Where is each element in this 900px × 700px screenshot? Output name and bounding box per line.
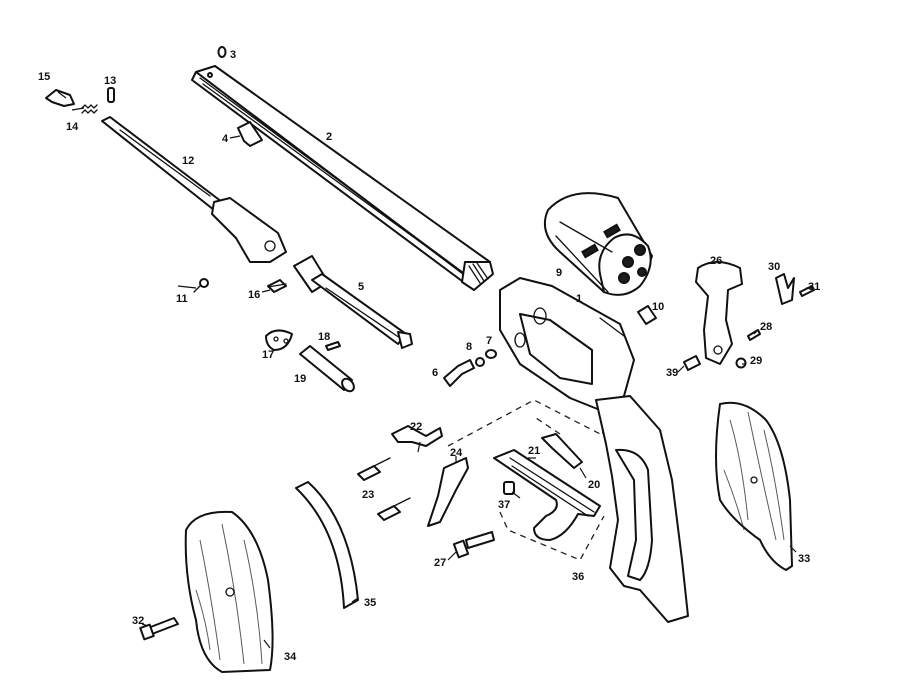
assembly-guides [447,399,605,561]
washer-29 [735,357,747,369]
screw-39 [683,355,701,371]
label-33: 33 [798,553,810,565]
label-36: 36 [572,571,584,583]
hand-spring [775,273,795,305]
label-29: 29 [750,355,762,367]
grip-frame [595,395,689,623]
label-6: 6 [432,367,438,379]
label-5: 5 [358,281,364,293]
pin-28 [747,329,761,341]
barrel-wedge [237,121,263,147]
nipple [637,305,657,325]
latch-spring [81,104,98,114]
backstrap [295,481,359,609]
label-26: 26 [710,255,722,267]
label-3: 3 [230,49,236,61]
screw-16 [267,279,287,293]
sight-pin [217,46,227,58]
trigger [427,457,469,527]
screw-23a [357,457,391,481]
grip-screw [139,617,179,641]
leader-lines [57,91,812,649]
label-1: 1 [576,293,582,305]
frame [499,277,635,411]
small-plate [265,329,293,351]
label-35: 35 [364,597,376,609]
label-39: 39 [666,367,678,379]
label-9: 9 [556,267,562,279]
label-24: 24 [450,447,463,459]
label-30: 30 [768,261,780,273]
label-18: 18 [318,331,330,343]
label-13: 13 [104,75,116,87]
label-14: 14 [66,121,79,133]
pin-18 [325,341,341,351]
cylinder [544,192,653,296]
label-7: 7 [486,335,492,347]
label-20: 20 [588,479,600,491]
label-17: 17 [262,349,274,361]
label-22: 22 [410,421,422,433]
hammer-pivot [713,345,723,355]
bolt [443,359,475,387]
label-2: 2 [326,131,332,143]
label-37: 37 [498,499,510,511]
label-27: 27 [434,557,446,569]
label-8: 8 [466,341,472,353]
label-15: 15 [38,71,50,83]
screw-37 [503,481,515,495]
label-32: 32 [132,615,144,627]
rammer [293,255,413,349]
label-28: 28 [760,321,772,333]
label-4: 4 [222,133,229,145]
loading-lever [101,116,287,263]
grip-panel-left [184,510,274,673]
barrel [191,65,494,291]
part-labels: 1 2 3 4 5 6 7 8 9 10 11 12 13 14 15 16 1… [38,49,820,663]
latch-pin [107,87,115,103]
label-21: 21 [528,445,540,457]
spring-7 [485,349,497,359]
screw-23b [377,497,411,521]
trigger-guard [493,449,601,541]
sear [391,425,443,447]
label-11: 11 [176,293,188,305]
label-34: 34 [284,651,297,663]
screw-27 [452,531,495,559]
screw-11 [193,278,209,293]
label-31: 31 [808,281,820,293]
label-19: 19 [294,373,306,385]
hammer [695,261,743,365]
label-10: 10 [652,301,664,313]
washer [475,357,485,367]
bolt-spring-21 [541,433,583,469]
cylinder-pin [299,345,355,393]
lever-latch [45,89,75,107]
label-16: 16 [248,289,260,301]
label-23: 23 [362,489,374,501]
grip-panel-right [715,401,793,571]
label-12: 12 [182,155,194,167]
